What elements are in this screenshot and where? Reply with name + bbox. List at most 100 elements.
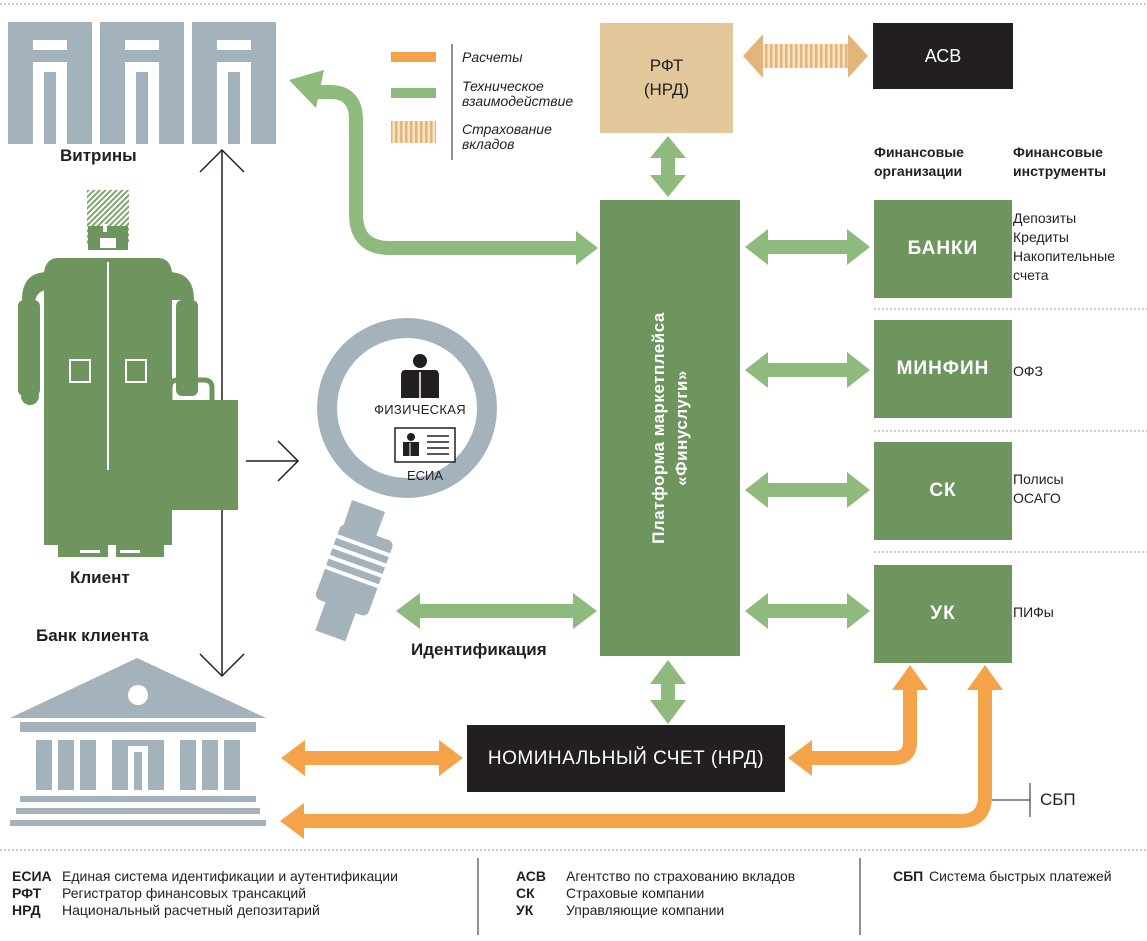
- person-icon: [401, 354, 439, 398]
- glossary-abbr: СК: [516, 885, 535, 901]
- glossary-item: СК Страховые компании: [516, 885, 704, 902]
- id-card-icon: [394, 427, 456, 463]
- insurance-arrow: [743, 34, 868, 78]
- glossary-abbr: ЕСИА: [12, 868, 52, 884]
- orgs-header: Финансовые организации: [874, 143, 964, 181]
- client-to-identification-arrow: [246, 440, 300, 482]
- legend-swatch-payments: [391, 52, 436, 62]
- glossary-item: СБП Система быстрых платежей: [893, 868, 1112, 885]
- instrument-savings: Накопительные: [1013, 248, 1115, 264]
- minfin-label: МИНФИН: [896, 358, 990, 379]
- glossary-abbr: АСВ: [516, 868, 546, 884]
- glossary-text: Регистратор финансовых трансакций: [62, 885, 307, 901]
- glossary-text: Система быстрых платежей: [929, 868, 1112, 884]
- instrument-accounts: счета: [1013, 267, 1049, 283]
- glossary-text: Единая система идентификации и аутентифи…: [62, 868, 398, 884]
- rft-line2: (НРД): [643, 80, 690, 99]
- sk-instruments: Полисы ОСАГО: [1013, 470, 1064, 508]
- glossary-text: Национальный расчетный депозитарий: [62, 902, 320, 918]
- arrow-sbp: [280, 665, 1003, 839]
- glossary-abbr: РФТ: [12, 885, 42, 901]
- glossary-item: НРД Национальный расчетный депозитарий: [12, 902, 320, 919]
- arrow-platform-minfin: [745, 352, 870, 388]
- arrow-platform-banks: [745, 229, 870, 265]
- row-separators: [874, 308, 1147, 553]
- client-figure: [18, 190, 198, 557]
- arrow-platform-storefronts: [289, 70, 598, 265]
- briefcase-icon: [148, 377, 238, 510]
- platform-box: [600, 200, 740, 656]
- uk-instruments: ПИФы: [1013, 603, 1054, 622]
- legend-insurance-line1: Страхование: [462, 121, 552, 137]
- identification-label: Идентификация: [411, 640, 547, 659]
- legend-technical-line2: взаимодействие: [462, 93, 574, 109]
- instruments-header-line1: Финансовые: [1013, 144, 1103, 160]
- glossary-text: Страховые компании: [566, 885, 705, 901]
- legend-insurance-label: Страхование вкладов: [462, 122, 552, 152]
- instrument-osago: ОСАГО: [1013, 490, 1061, 506]
- minfin-box: [874, 320, 1012, 418]
- physical-person-label: ФИЗИЧЕСКАЯ: [374, 402, 466, 417]
- minfin-instruments: ОФЗ: [1013, 362, 1043, 381]
- platform-label: Платформа маркетплейса «Финуслуги»: [600, 200, 740, 656]
- platform-line1: Платформа маркетплейса: [649, 312, 668, 544]
- glossary-abbr: НРД: [12, 902, 41, 918]
- glossary-text: Управляющие компании: [566, 902, 725, 918]
- orgs-header-line2: организации: [874, 163, 963, 179]
- glossary-item: УК Управляющие компании: [516, 902, 724, 919]
- instrument-pif: ПИФы: [1013, 604, 1054, 620]
- arrow-rft-platform: [650, 136, 686, 197]
- legend-swatch-insurance: [391, 121, 436, 143]
- instrument-deposits: Депозиты: [1013, 210, 1077, 226]
- esia-magnifier-label: ЕСИА: [406, 468, 444, 483]
- arrow-platform-account: [650, 660, 686, 724]
- legend-insurance-line2: вкладов: [462, 136, 515, 152]
- instrument-ofz: ОФЗ: [1013, 363, 1043, 379]
- legend-swatch-technical: [391, 88, 436, 98]
- legend-payments-label: Расчеты: [462, 49, 523, 65]
- storefronts-label: Витрины: [60, 146, 137, 165]
- instruments-header: Финансовые инструменты: [1013, 143, 1106, 181]
- bank-building-icon: [10, 658, 266, 826]
- nominal-account-box: [467, 725, 785, 792]
- instrument-policies: Полисы: [1013, 471, 1064, 487]
- orgs-header-line1: Финансовые: [874, 144, 964, 160]
- platform-line2: «Финуслуги»: [672, 370, 691, 486]
- glossary-item: РФТ Регистратор финансовых трансакций: [12, 885, 306, 902]
- legend-technical-label: Техническое взаимодействие: [462, 79, 602, 109]
- banks-label: БАНКИ: [907, 238, 979, 259]
- glossary-text: Агентство по страхованию вкладов: [566, 868, 796, 884]
- asv-label: АСВ: [924, 45, 962, 66]
- legend-technical-line1: Техническое: [462, 78, 544, 94]
- rft-label: РФТ (НРД): [600, 23, 733, 133]
- sk-label: СК: [929, 480, 957, 501]
- client-label: Клиент: [70, 568, 130, 587]
- arrow-identification: [396, 593, 597, 629]
- glossary-abbr: УК: [516, 902, 534, 918]
- arrow-account-orgs: [788, 665, 928, 776]
- nominal-account-label: НОМИНАЛЬНЫЙ СЧЕТ (НРД): [487, 747, 765, 769]
- glossary-item: ЕСИА Единая система идентификации и аутен…: [12, 868, 398, 885]
- arrow-bank-account: [281, 740, 463, 776]
- rft-line1: РФТ: [649, 56, 684, 75]
- asv-box: [873, 23, 1013, 89]
- instruments-header-line2: инструменты: [1013, 163, 1107, 179]
- storefronts-icon: [8, 22, 276, 144]
- banks-instruments: Депозиты Кредиты Накопительные счета: [1013, 209, 1115, 285]
- instrument-credits: Кредиты: [1013, 229, 1069, 245]
- banks-box: [874, 200, 1012, 298]
- sbp-connector: [992, 783, 1031, 817]
- glossary-abbr: СБП: [893, 868, 924, 884]
- uk-label: УК: [930, 603, 956, 624]
- glossary-separators: [0, 849, 1147, 935]
- rft-box: [600, 23, 733, 133]
- uk-box: [874, 565, 1012, 663]
- arrow-platform-sk: [745, 472, 870, 508]
- client-bank-label: Банк клиента: [36, 626, 149, 645]
- arrow-platform-uk: [745, 593, 870, 629]
- glossary-item: АСВ Агентство по страхованию вкладов: [516, 868, 795, 885]
- sk-box: [874, 442, 1012, 540]
- sbp-label: СБП: [1040, 790, 1076, 809]
